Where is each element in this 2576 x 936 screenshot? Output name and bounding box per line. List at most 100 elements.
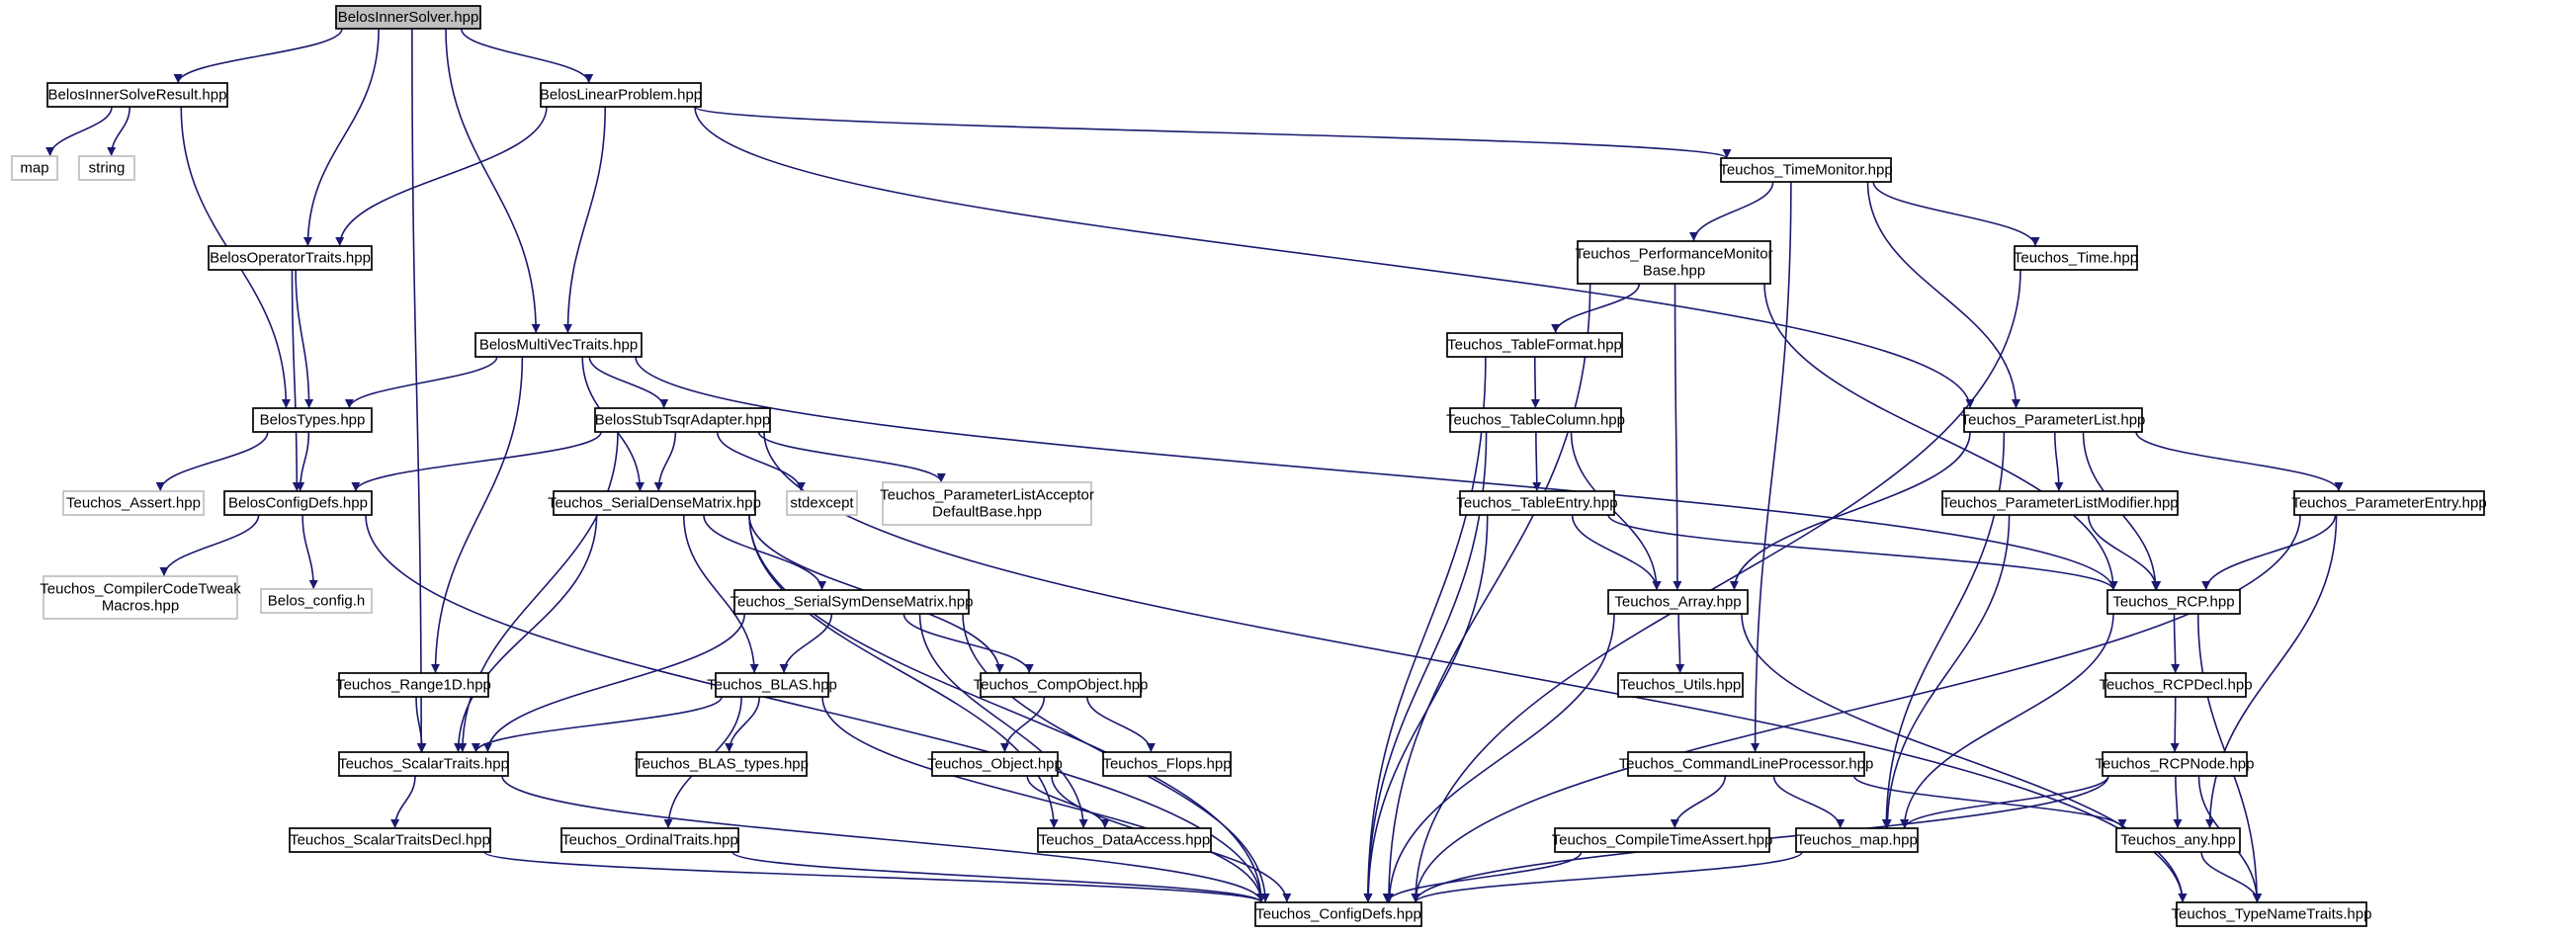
node-label-ttm: Teuchos_TimeMonitor.hpp [1719, 162, 1892, 179]
node-tstd[interactable]: Teuchos_ScalarTraitsDecl.hpp [289, 827, 491, 853]
node-box-ttm[interactable] [1720, 157, 1892, 183]
node-box-ttf[interactable] [1446, 332, 1623, 358]
edge-tclp-to-tany [1852, 775, 2127, 829]
node-tmap[interactable]: Teuchos_map.hpp [1795, 827, 1919, 853]
node-bconfh[interactable]: Belos_config.h [260, 588, 373, 614]
node-trcpn[interactable]: Teuchos_RCPNode.hpp [2096, 751, 2255, 777]
node-tutils[interactable]: Teuchos_Utils.hpp [1617, 672, 1744, 698]
node-box-tcta[interactable] [1554, 827, 1770, 853]
node-box-stdexcept[interactable] [786, 490, 858, 516]
node-box-trcpn[interactable] [2102, 751, 2248, 777]
node-box-tcobj[interactable] [980, 672, 1142, 698]
node-tssdm[interactable]: Teuchos_SerialSymDenseMatrix.hpp [730, 589, 974, 615]
node-box-tcct[interactable] [43, 575, 238, 620]
node-box-tclp[interactable] [1627, 751, 1865, 777]
node-ttc[interactable]: Teuchos_TableColumn.hpp [1446, 407, 1625, 433]
node-box-btypes[interactable] [252, 407, 373, 433]
node-box-ttc[interactable] [1449, 407, 1622, 433]
node-box-tplm[interactable] [1941, 490, 2179, 516]
node-btypes[interactable]: BelosTypes.hpp [252, 407, 373, 433]
node-bot[interactable]: BelosOperatorTraits.hpp [208, 245, 373, 271]
node-tda[interactable]: Teuchos_DataAccess.hpp [1037, 827, 1212, 853]
node-box-tblas[interactable] [715, 672, 829, 698]
node-tte[interactable]: Teuchos_TableEntry.hpp [1456, 490, 1618, 516]
node-ttnt[interactable]: Teuchos_TypeNameTraits.hpp [2172, 901, 2372, 927]
node-tpl[interactable]: Teuchos_ParameterList.hpp [1961, 407, 2146, 433]
node-box-tcfg[interactable] [1254, 901, 1422, 927]
node-box-bsta[interactable] [594, 407, 771, 433]
node-tcfg[interactable]: Teuchos_ConfigDefs.hpp [1254, 901, 1422, 927]
edge-tclp-to-tcta [1670, 775, 1727, 829]
node-box-tblast[interactable] [636, 751, 808, 777]
node-box-tassert[interactable] [62, 490, 205, 516]
node-box-tpmb[interactable] [1577, 240, 1771, 285]
node-tassert[interactable]: Teuchos_Assert.hpp [62, 490, 205, 516]
node-label-tpmb: Teuchos_PerformanceMonitor [1575, 246, 1772, 263]
node-box-tmap[interactable] [1795, 827, 1919, 853]
node-box-ttnt[interactable] [2176, 901, 2367, 927]
node-box-map[interactable] [11, 155, 58, 181]
node-tany[interactable]: Teuchos_any.hpp [2115, 827, 2241, 853]
node-tplm[interactable]: Teuchos_ParameterListModifier.hpp [1941, 490, 2179, 516]
node-tflops[interactable]: Teuchos_Flops.hpp [1102, 751, 1232, 777]
node-tcobj[interactable]: Teuchos_CompObject.hpp [974, 672, 1149, 698]
node-box-tpl[interactable] [1963, 407, 2143, 433]
node-string[interactable]: string [78, 155, 135, 181]
node-box-tte[interactable] [1459, 490, 1615, 516]
node-ttf[interactable]: Teuchos_TableFormat.hpp [1446, 332, 1623, 358]
node-box-blp[interactable] [540, 82, 702, 108]
node-box-tany[interactable] [2115, 827, 2241, 853]
node-box-tot[interactable] [560, 827, 739, 853]
node-tpe[interactable]: Teuchos_ParameterEntry.hpp [2291, 490, 2487, 516]
node-ttime[interactable]: Teuchos_Time.hpp [2014, 245, 2138, 271]
node-box-bmvt[interactable] [474, 332, 643, 358]
node-box-tr1d[interactable] [338, 672, 489, 698]
node-box-bot[interactable] [208, 245, 373, 271]
node-box-tst[interactable] [338, 751, 509, 777]
node-tobj[interactable]: Teuchos_Object.hpp [927, 751, 1063, 777]
node-blp[interactable]: BelosLinearProblem.hpp [540, 82, 702, 108]
node-tblas[interactable]: Teuchos_BLAS.hpp [707, 672, 837, 698]
node-ttm[interactable]: Teuchos_TimeMonitor.hpp [1719, 157, 1893, 183]
node-root[interactable]: BelosInnerSolver.hpp [335, 5, 481, 30]
node-isr[interactable]: BelosInnerSolveResult.hpp [46, 82, 228, 108]
node-box-bcfg[interactable] [223, 490, 373, 516]
node-tst[interactable]: Teuchos_ScalarTraits.hpp [338, 751, 509, 777]
node-box-ttime[interactable] [2014, 245, 2138, 271]
node-tplad[interactable]: Teuchos_ParameterListAcceptorDefaultBase… [880, 481, 1094, 526]
node-tarr[interactable]: Teuchos_Array.hpp [1607, 589, 1749, 615]
node-box-bconfh[interactable] [260, 588, 373, 614]
node-box-tutils[interactable] [1617, 672, 1744, 698]
node-stdexcept[interactable]: stdexcept [786, 490, 858, 516]
edge-tplm-to-tmap [1882, 514, 2011, 829]
node-trcp[interactable]: Teuchos_RCP.hpp [2106, 589, 2241, 615]
node-tcta[interactable]: Teuchos_CompileTimeAssert.hpp [1552, 827, 1773, 853]
node-trcpd[interactable]: Teuchos_RCPDecl.hpp [2099, 672, 2253, 698]
node-box-tflops[interactable] [1102, 751, 1232, 777]
edge-bsta-to-tsdm [653, 431, 677, 492]
node-tsdm[interactable]: Teuchos_SerialDenseMatrix.hpp [548, 490, 761, 516]
node-map[interactable]: map [11, 155, 58, 181]
node-bsta[interactable]: BelosStubTsqrAdapter.hpp [594, 407, 771, 433]
node-box-trcpd[interactable] [2104, 672, 2247, 698]
node-box-tplad[interactable] [882, 481, 1092, 526]
node-tclp[interactable]: Teuchos_CommandLineProcessor.hpp [1619, 751, 1874, 777]
node-box-tsdm[interactable] [553, 490, 756, 516]
node-box-tarr[interactable] [1607, 589, 1749, 615]
node-tr1d[interactable]: Teuchos_Range1D.hpp [336, 672, 491, 698]
node-tot[interactable]: Teuchos_OrdinalTraits.hpp [560, 827, 739, 853]
node-box-tda[interactable] [1037, 827, 1212, 853]
node-box-tobj[interactable] [931, 751, 1059, 777]
node-bcfg[interactable]: BelosConfigDefs.hpp [223, 490, 373, 516]
node-box-trcp[interactable] [2106, 589, 2241, 615]
node-bmvt[interactable]: BelosMultiVecTraits.hpp [474, 332, 643, 358]
node-box-tstd[interactable] [289, 827, 491, 853]
node-box-tssdm[interactable] [733, 589, 970, 615]
node-box-isr[interactable] [46, 82, 228, 108]
node-box-string[interactable] [78, 155, 135, 181]
node-tblast[interactable]: Teuchos_BLAS_types.hpp [635, 751, 809, 777]
node-box-root[interactable] [335, 5, 481, 30]
node-box-tpe[interactable] [2293, 490, 2485, 516]
